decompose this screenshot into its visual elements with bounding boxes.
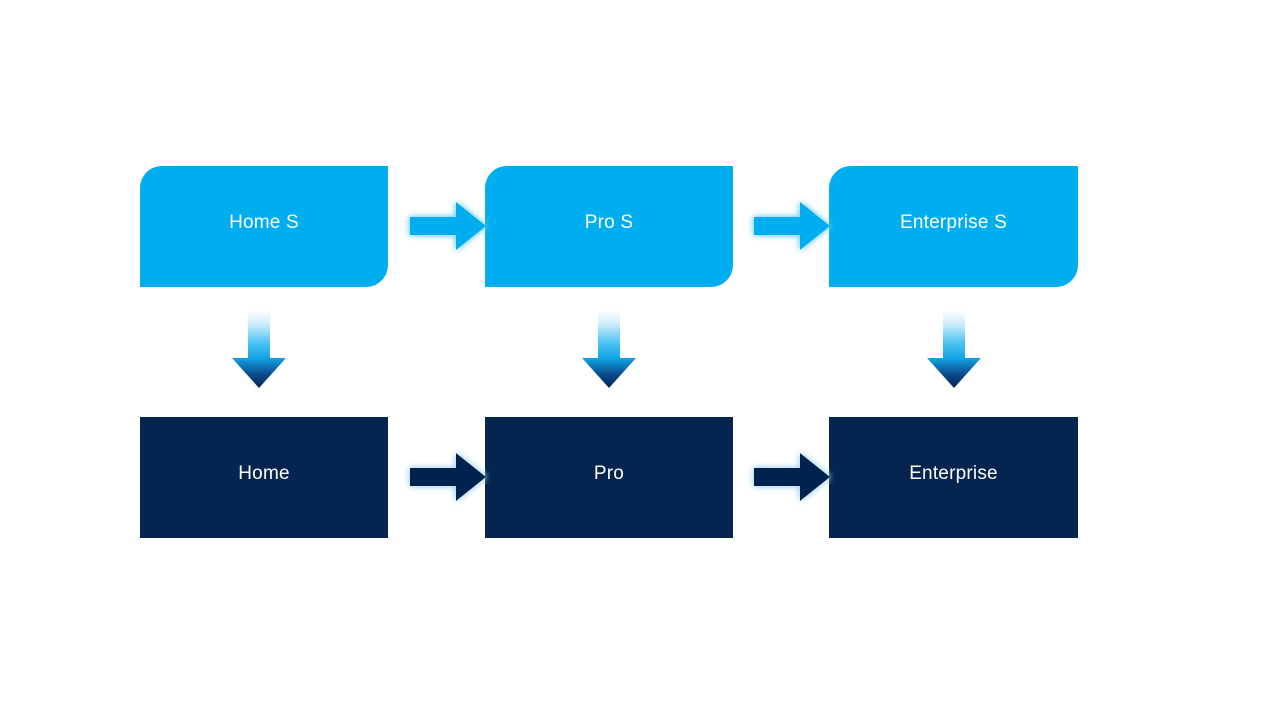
- node-label-pro: Pro: [593, 463, 625, 484]
- connector-home-s-to-home: [230, 310, 288, 390]
- arrow-right-icon: [410, 453, 486, 501]
- arrow-right-icon: [754, 202, 830, 250]
- arrow-right-icon: [410, 202, 486, 250]
- connector-home-to-pro: [408, 449, 488, 505]
- connector-home-s-to-pro-s: [408, 198, 488, 254]
- arrow-down-icon: [232, 310, 286, 388]
- arrow-down-icon: [582, 310, 636, 388]
- arrow-down-icon: [927, 310, 981, 388]
- node-enterprise-s[interactable]: Enterprise S: [829, 166, 1078, 287]
- node-label-enterprise: Enterprise: [909, 463, 998, 484]
- connector-pro-s-to-pro: [580, 310, 638, 390]
- arrow-right-icon: [754, 453, 830, 501]
- node-pro-s[interactable]: Pro S: [485, 166, 733, 287]
- node-label-home-s: Home S: [229, 212, 299, 233]
- connector-pro-to-enterprise: [752, 449, 832, 505]
- node-home-s[interactable]: Home S: [140, 166, 388, 287]
- node-label-enterprise-s: Enterprise S: [900, 212, 1007, 233]
- node-label-home: Home: [238, 463, 290, 484]
- node-home[interactable]: Home: [140, 417, 388, 538]
- node-pro[interactable]: Pro: [485, 417, 733, 538]
- node-enterprise[interactable]: Enterprise: [829, 417, 1078, 538]
- node-label-pro-s: Pro S: [584, 212, 634, 233]
- connector-pro-s-to-enterprise-s: [752, 198, 832, 254]
- connector-enterprise-s-to-enterprise: [925, 310, 983, 390]
